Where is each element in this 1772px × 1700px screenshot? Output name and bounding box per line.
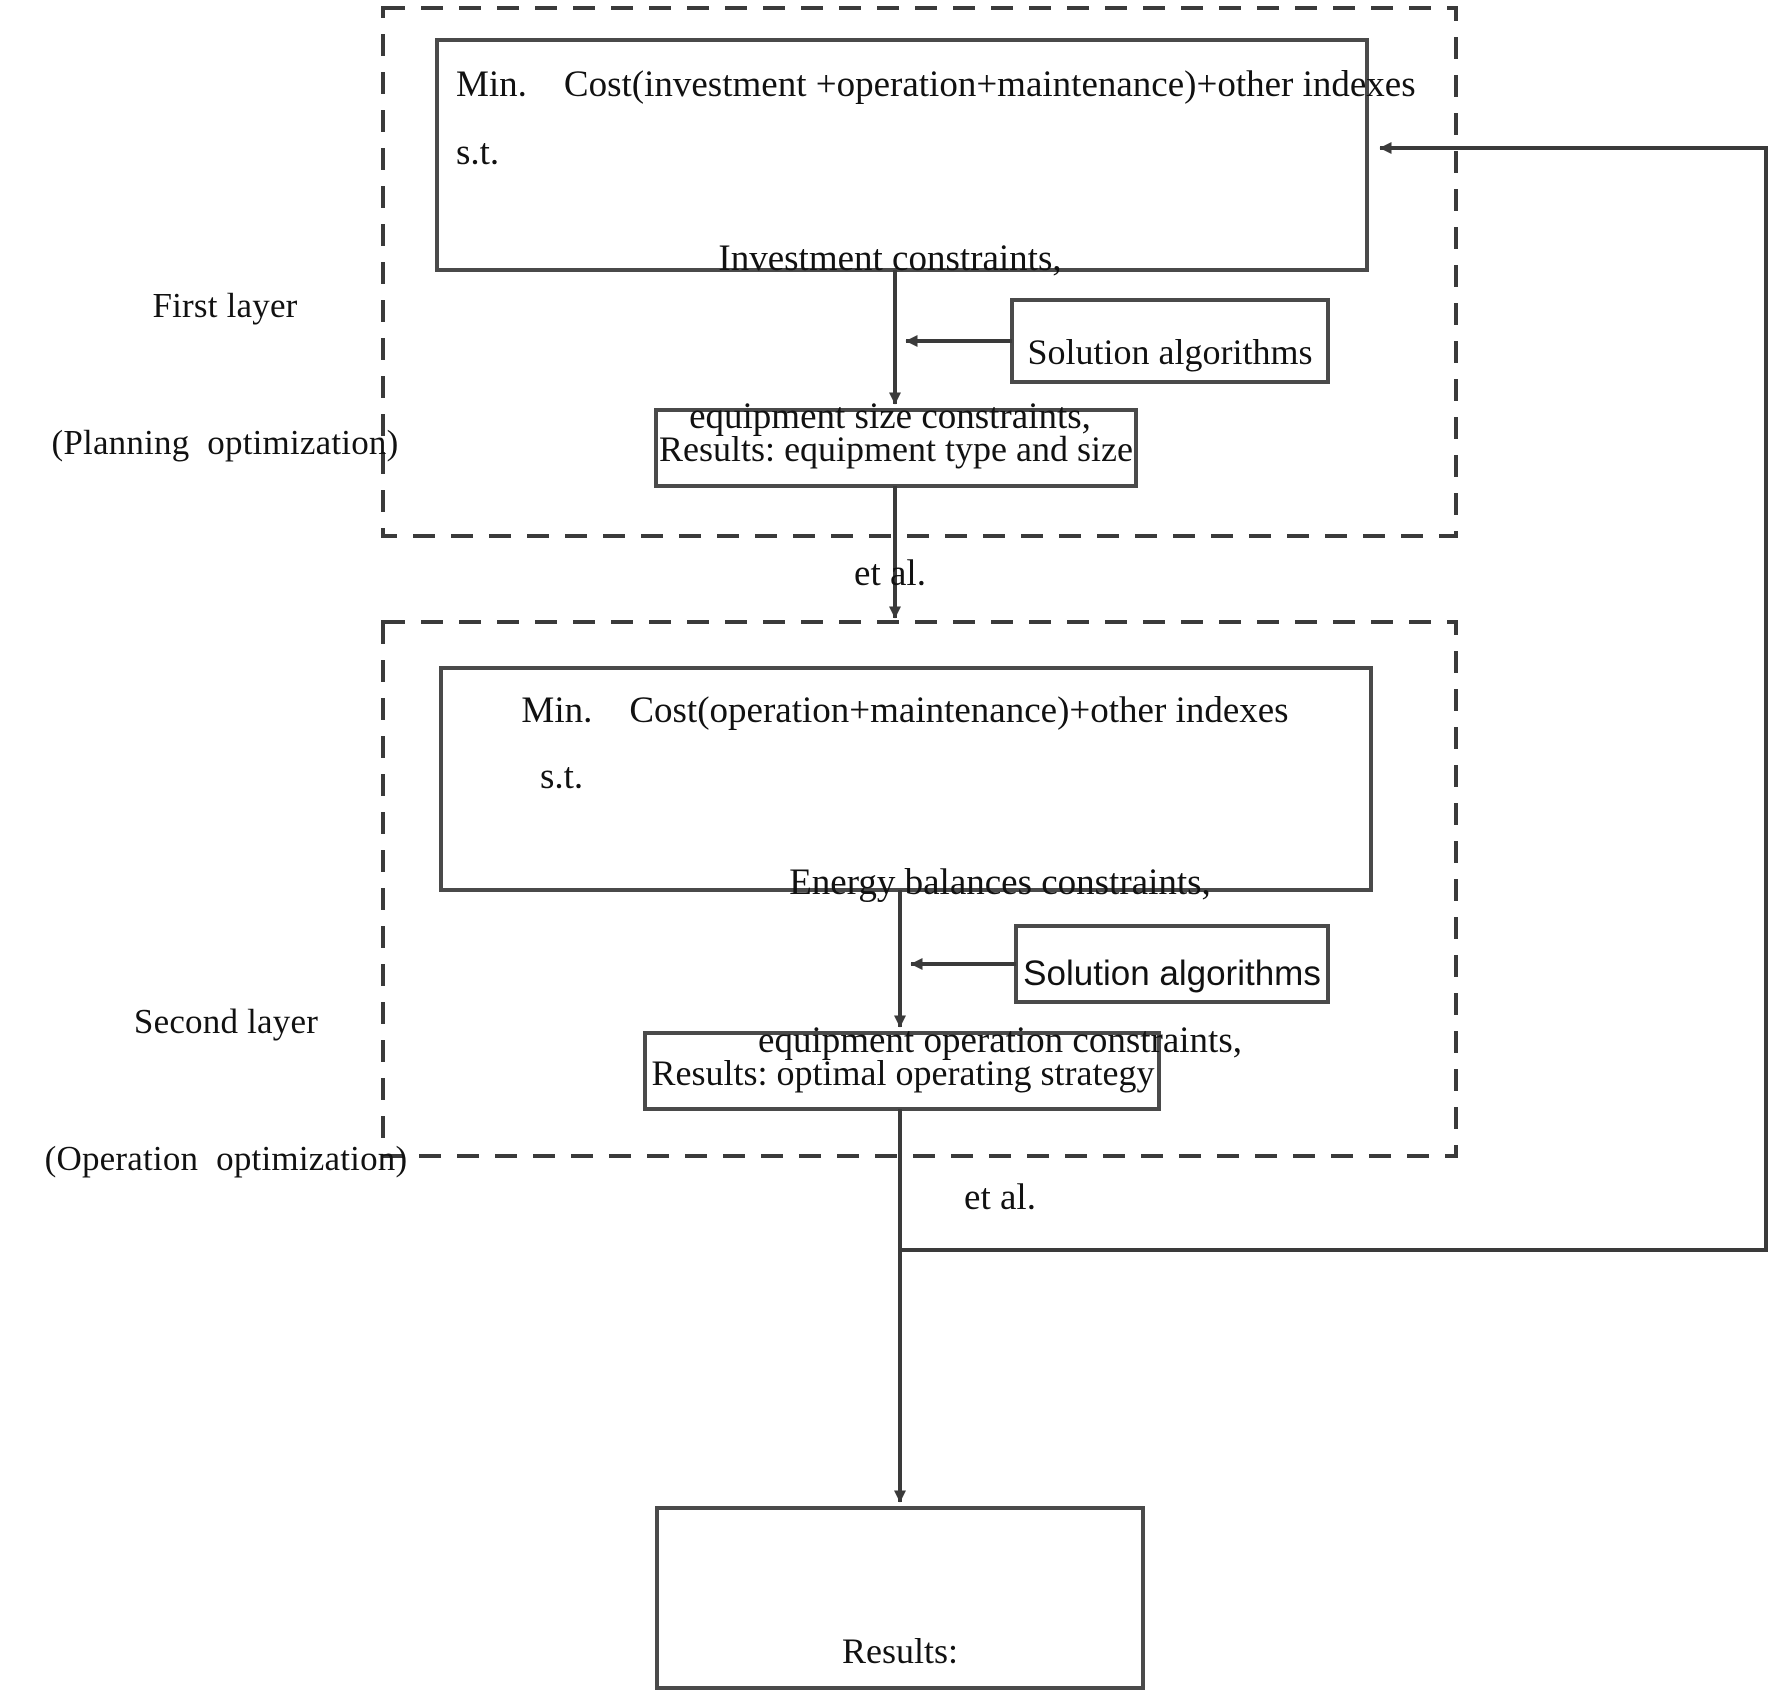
- first-layer-objective-expression: Min. Cost(investment +operation+maintena…: [456, 64, 1416, 105]
- first-layer-constraints: Investment constraints, equipment size c…: [590, 128, 1190, 706]
- second-layer-results-label: Results: optimal operating strategy: [651, 1053, 1155, 1093]
- second-layer-caption-line1: Second layer: [133, 1002, 319, 1041]
- first-layer-constraint-3: et al.: [854, 553, 926, 595]
- first-layer-subject-to-label: s.t.: [456, 132, 500, 173]
- final-results-title: Results:: [841, 1631, 958, 1672]
- first-layer-caption-line1: First layer: [152, 286, 298, 325]
- second-layer-constraint-2: equipment operation constraints,: [758, 1019, 1242, 1061]
- first-layer-constraint-1: Investment constraints,: [718, 238, 1062, 280]
- second-layer-subject-to-label: s.t.: [540, 756, 584, 797]
- second-layer-constraints: Energy balances constraints, equipment o…: [700, 752, 1300, 1330]
- second-layer-constraint-1: Energy balances constraints,: [789, 862, 1211, 904]
- first-layer-caption: First layer (Planning optimization): [40, 192, 410, 556]
- second-layer-solution-algorithms-label: Solution algorithms: [1023, 954, 1321, 993]
- first-layer-results-label: Results: equipment type and size: [659, 429, 1133, 469]
- second-layer-caption: Second layer (Operation optimization): [30, 908, 422, 1272]
- second-layer-caption-line2: (Operation optimization): [44, 1138, 408, 1178]
- first-layer-caption-line2: (Planning optimization): [51, 422, 399, 462]
- first-layer-constraint-2: equipment size constraints,: [689, 395, 1091, 437]
- second-layer-objective-expression: Min. Cost(operation+maintenance)+other i…: [521, 690, 1289, 731]
- second-layer-constraint-3: et al.: [964, 1177, 1036, 1219]
- final-results-content: Results: 1. equipment type and size 2. o…: [660, 1528, 1140, 1700]
- first-layer-solution-algorithms-label: Solution algorithms: [1027, 332, 1313, 372]
